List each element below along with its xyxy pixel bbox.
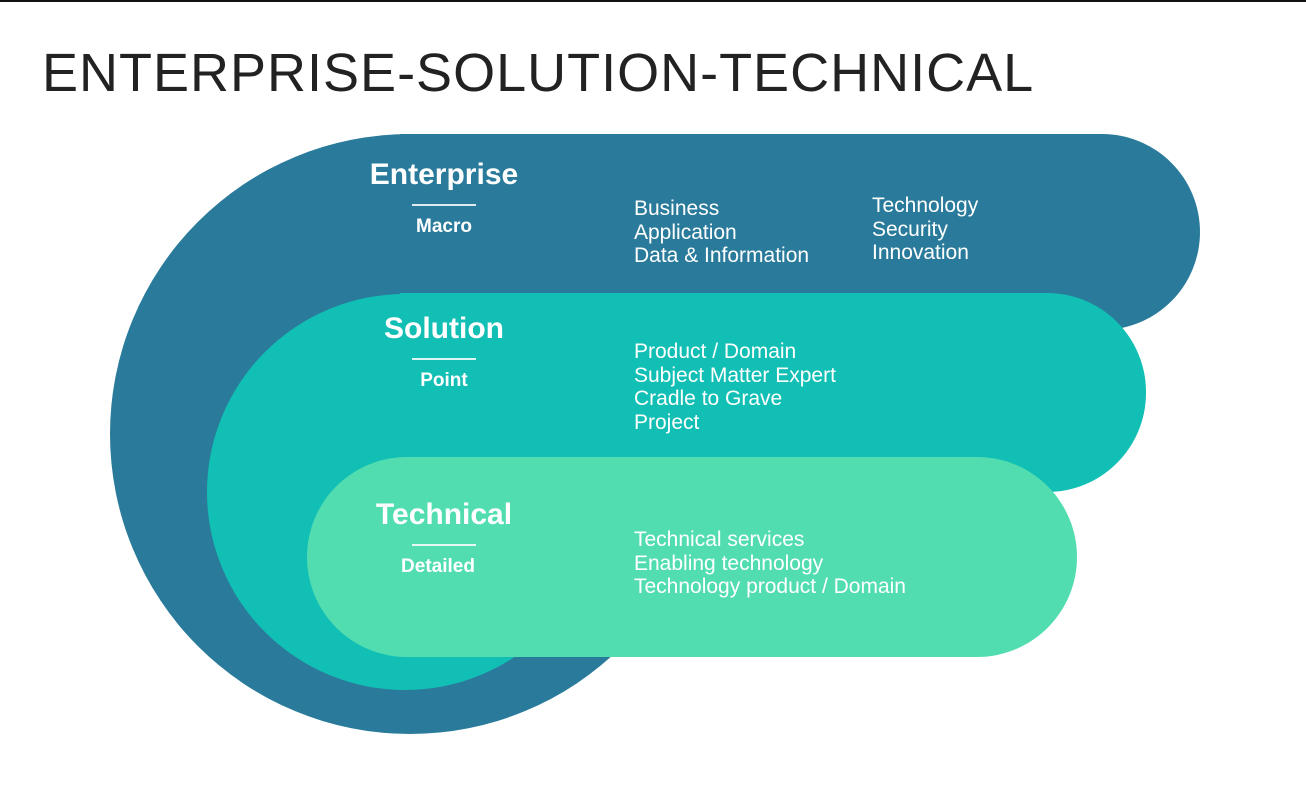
list-item: Application: [634, 220, 737, 244]
divider: [412, 358, 476, 360]
list-item: Cradle to Grave: [634, 387, 783, 410]
layer-scope: Detailed: [401, 556, 475, 577]
technical-items: Technical services Enabling technology T…: [634, 528, 906, 599]
layer-name: Solution: [384, 312, 504, 345]
layer-scope: Macro: [416, 216, 472, 237]
technical-shape: [307, 457, 1077, 657]
list-item: Subject Matter Expert: [634, 363, 836, 387]
enterprise-label: Enterprise Macro: [344, 158, 544, 238]
list-item: Innovation: [872, 241, 969, 264]
list-item: Data & Information: [634, 244, 810, 267]
list-item: Security: [872, 217, 948, 241]
divider: [412, 544, 476, 546]
list-item: Project: [634, 410, 700, 434]
list-item: Technology product / Domain: [634, 575, 906, 598]
solution-items: Product / Domain Subject Matter Expert C…: [634, 340, 836, 434]
list-item: Technical services: [634, 528, 805, 551]
list-item: Business: [634, 197, 720, 220]
enterprise-items: Business Application Data & Information: [634, 197, 809, 268]
page-title: ENTERPRISE-SOLUTION-TECHNICAL: [42, 43, 1035, 103]
top-border: [0, 0, 1306, 2]
technical-label: Technical Detailed: [344, 498, 544, 578]
list-item: Product / Domain: [634, 340, 797, 363]
enterprise-items-2: Technology Security Innovation: [872, 194, 978, 265]
list-item: Technology: [872, 194, 979, 217]
layer-scope: Point: [420, 370, 468, 391]
layer-name: Technical: [375, 498, 513, 531]
layer-name: Enterprise: [369, 158, 519, 191]
divider: [412, 204, 476, 206]
solution-label: Solution Point: [344, 312, 544, 392]
list-item: Enabling technology: [634, 551, 824, 575]
